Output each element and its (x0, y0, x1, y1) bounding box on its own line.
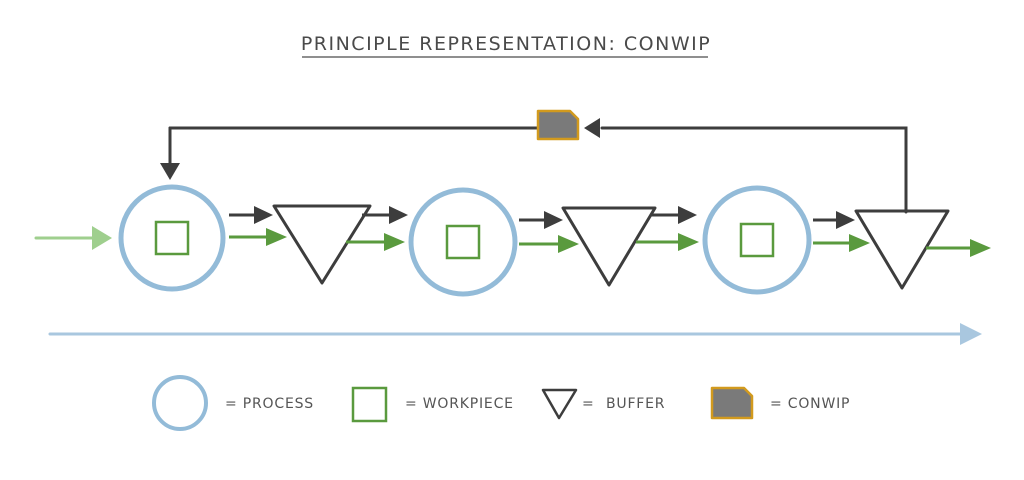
legend-process-circle-icon (152, 375, 208, 431)
legend-buffer-triangle-icon (541, 388, 578, 420)
buffer-triangle-icon (561, 206, 657, 287)
process-circle-icon (702, 185, 812, 295)
workpiece-square-icon (445, 224, 481, 260)
timeline-arrowhead-icon (960, 323, 982, 345)
legend-workpiece-label: = WORKPIECE (405, 396, 514, 412)
process-2 (408, 187, 518, 297)
legend-conwip-card-icon (710, 386, 754, 420)
material-arrowhead-icon (558, 235, 579, 253)
process-3 (702, 185, 812, 295)
buffer-triangle-icon (272, 204, 372, 285)
process-1 (118, 184, 226, 292)
output-arrowhead-icon (970, 239, 991, 257)
material-arrowhead-icon (678, 233, 699, 251)
page-title: PRINCIPLE REPRESENTATION: CONWIP (301, 33, 711, 55)
material-arrowhead-icon (849, 234, 870, 252)
workpiece-square-icon (739, 222, 775, 258)
info-arrowhead-icon (389, 206, 408, 224)
legend: = PROCESS = WORKPIECE = BUFFER = CONWIP (152, 375, 850, 431)
info-arrowhead-icon (254, 206, 273, 224)
material-arrowhead-icon (266, 228, 287, 246)
legend-conwip-label: = CONWIP (770, 396, 850, 412)
legend-workpiece-square-icon (351, 386, 388, 423)
process-circle-icon (408, 187, 518, 297)
feedback-line-right (600, 126, 908, 214)
input-arrowhead-icon (92, 226, 112, 250)
feedback-arrowhead-left-icon (584, 118, 600, 138)
process-circle-icon (118, 184, 226, 292)
legend-buffer-equals: = (582, 396, 595, 412)
conwip-card-icon (536, 109, 580, 141)
feedback-arrowhead-down-icon (160, 163, 180, 180)
info-arrowhead-icon (678, 206, 697, 224)
legend-buffer-label: BUFFER (606, 396, 665, 412)
info-arrowhead-icon (836, 211, 855, 229)
legend-process-label: = PROCESS (225, 396, 314, 412)
feedback-loop (168, 126, 908, 214)
buffer-triangle-icon (854, 209, 950, 290)
material-arrowhead-icon (384, 233, 405, 251)
info-arrowhead-icon (544, 211, 563, 229)
workpiece-square-icon (154, 220, 190, 256)
